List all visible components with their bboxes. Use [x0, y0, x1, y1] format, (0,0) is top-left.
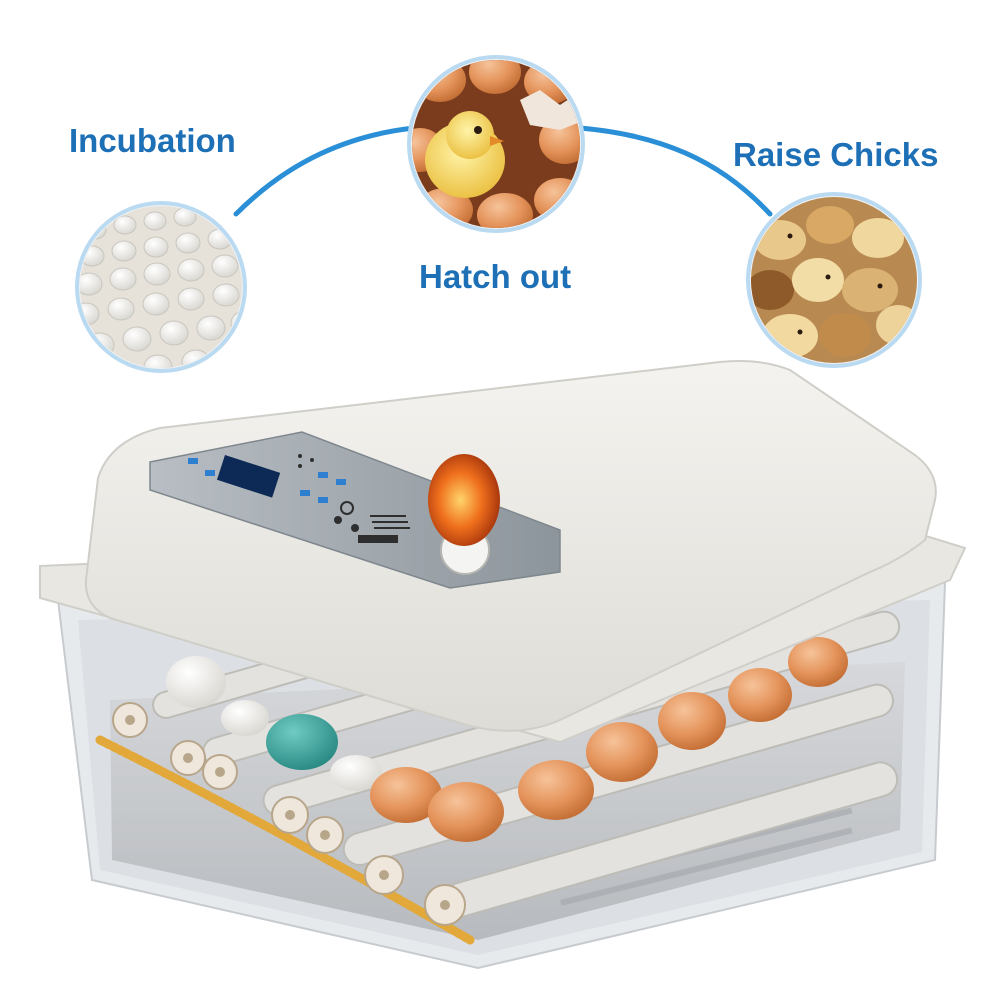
- hatch-out-label: Hatch out: [419, 258, 572, 295]
- incubator-product-image: [39, 360, 967, 970]
- raise-chicks-circle-image: [746, 192, 922, 368]
- candled-egg: [428, 454, 500, 546]
- right-connector-arc: [577, 125, 773, 217]
- left-connector-arc: [233, 125, 417, 217]
- incubation-label: Incubation: [69, 122, 236, 159]
- display-screen: [216, 455, 281, 498]
- incubation-circle-image: [75, 201, 247, 373]
- hatch-circle-image: [407, 55, 585, 233]
- raise-chicks-label: Raise Chicks: [733, 136, 939, 173]
